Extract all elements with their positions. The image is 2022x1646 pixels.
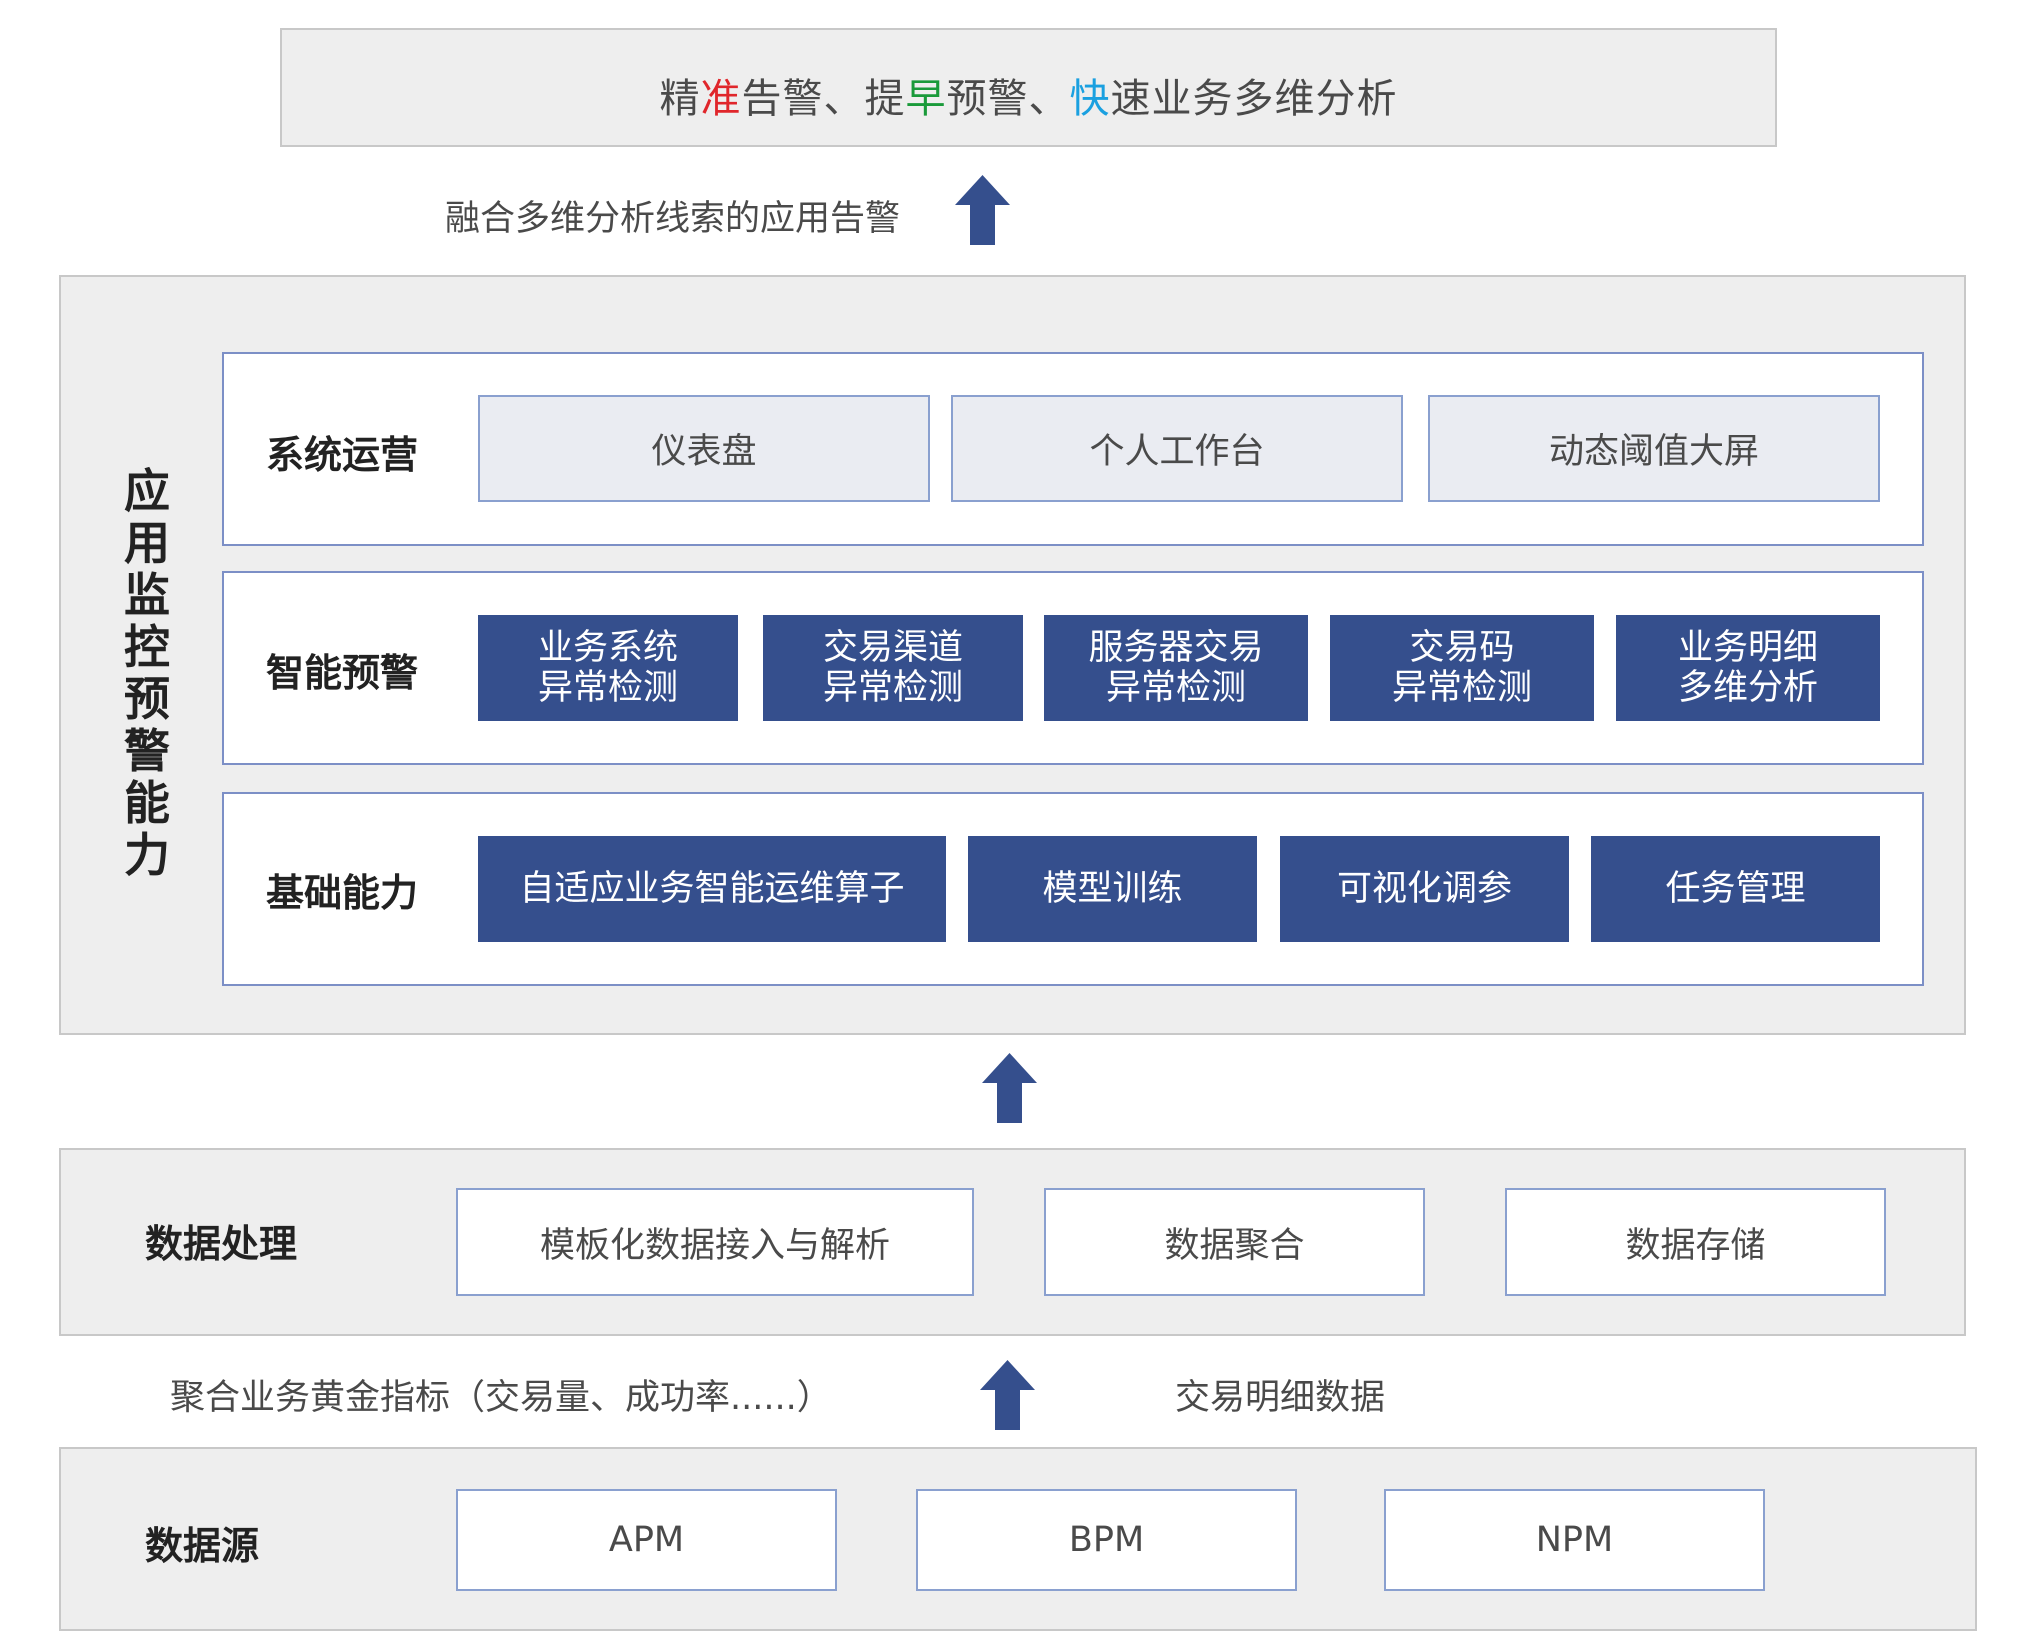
- up-arrow-icon: [955, 175, 1010, 245]
- lower-left-arrow-label: 聚合业务黄金指标（交易量、成功率......）: [170, 1378, 832, 1418]
- goal-panel: 精准告警、提早预警、快速业务多维分析: [280, 28, 1777, 147]
- business-detail-analysis-box[interactable]: 业务明细 多维分析: [1616, 615, 1880, 721]
- lower-right-arrow-label: 交易明细数据: [1175, 1378, 1386, 1418]
- row-label-intelligent-warning: 智能预警: [266, 651, 419, 695]
- up-arrow-icon: [982, 1053, 1037, 1123]
- row-label-data-source: 数据源: [145, 1524, 260, 1568]
- accent-blue: 快: [1069, 76, 1111, 122]
- capability-vertical-title: 应 用 监 控 预 警 能 力: [124, 464, 170, 882]
- row-label-data-processing: 数据处理: [145, 1222, 298, 1266]
- bpm-box[interactable]: BPM: [916, 1489, 1297, 1591]
- transaction-channel-anomaly-box[interactable]: 交易渠道 异常检测: [763, 615, 1023, 721]
- business-system-anomaly-box[interactable]: 业务系统 异常检测: [478, 615, 738, 721]
- row-label-basic-capability: 基础能力: [266, 871, 419, 915]
- apm-box[interactable]: APM: [456, 1489, 837, 1591]
- dynamic-threshold-screen-box[interactable]: 动态阈值大屏: [1428, 395, 1880, 502]
- adaptive-aiops-operator-box[interactable]: 自适应业务智能运维算子: [478, 836, 946, 942]
- accent-red: 准: [700, 76, 742, 122]
- goal-title: 精准告警、提早预警、快速业务多维分析: [659, 76, 1398, 122]
- data-storage-box[interactable]: 数据存储: [1505, 1188, 1886, 1296]
- visual-tuning-box[interactable]: 可视化调参: [1280, 836, 1569, 942]
- dashboard-box[interactable]: 仪表盘: [478, 395, 930, 502]
- data-aggregation-box[interactable]: 数据聚合: [1044, 1188, 1425, 1296]
- row-label-system-operations: 系统运营: [266, 433, 419, 477]
- personal-workbench-box[interactable]: 个人工作台: [951, 395, 1403, 502]
- up-arrow-icon: [980, 1360, 1035, 1430]
- transaction-code-anomaly-box[interactable]: 交易码 异常检测: [1330, 615, 1594, 721]
- accent-green: 早: [905, 76, 947, 122]
- template-ingest-parse-box[interactable]: 模板化数据接入与解析: [456, 1188, 974, 1296]
- model-training-box[interactable]: 模型训练: [968, 836, 1257, 942]
- server-transaction-anomaly-box[interactable]: 服务器交易 异常检测: [1044, 615, 1308, 721]
- npm-box[interactable]: NPM: [1384, 1489, 1765, 1591]
- task-management-box[interactable]: 任务管理: [1591, 836, 1880, 942]
- upper-arrow-label: 融合多维分析线索的应用告警: [445, 199, 901, 239]
